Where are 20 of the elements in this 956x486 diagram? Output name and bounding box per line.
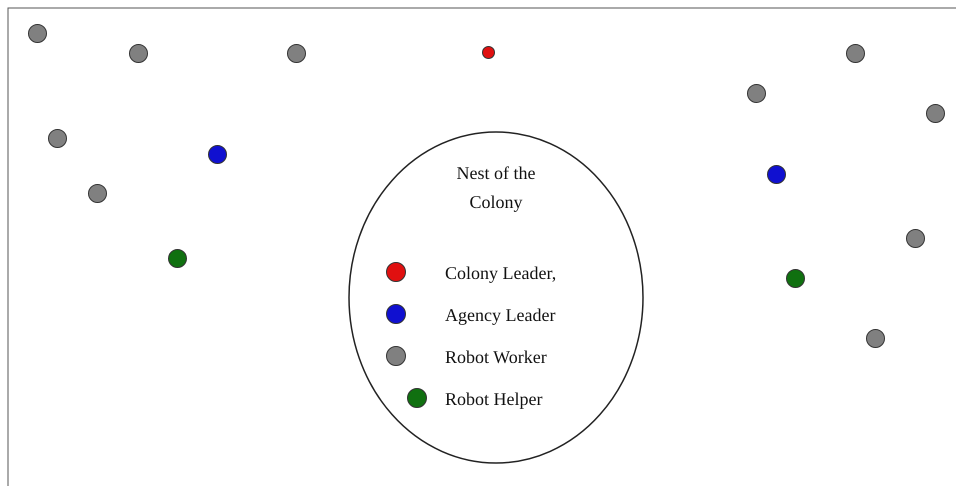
colony-dot [746, 84, 766, 102]
colony-dot [846, 44, 864, 62]
colony-dot [128, 44, 148, 62]
colony-dot [482, 46, 494, 58]
legend-label: Agency Leader [445, 305, 556, 326]
colony-dot [926, 104, 944, 122]
colony-dot [786, 268, 804, 288]
nest-title: Nest of the Colony [456, 162, 536, 214]
colony-dot [168, 248, 186, 268]
colony-dot [906, 228, 924, 248]
colony-dot [766, 164, 786, 184]
legend-label: Robot Helper [445, 389, 542, 410]
colony-dot [48, 128, 66, 148]
colony-dot [286, 44, 306, 62]
colony-dot [88, 184, 106, 202]
legend-label: Colony Leader, [445, 263, 556, 284]
colony-dot [28, 24, 46, 42]
legend-label: Robot Worker [445, 347, 547, 368]
colony-dot [866, 328, 884, 348]
colony-dot [208, 144, 226, 164]
